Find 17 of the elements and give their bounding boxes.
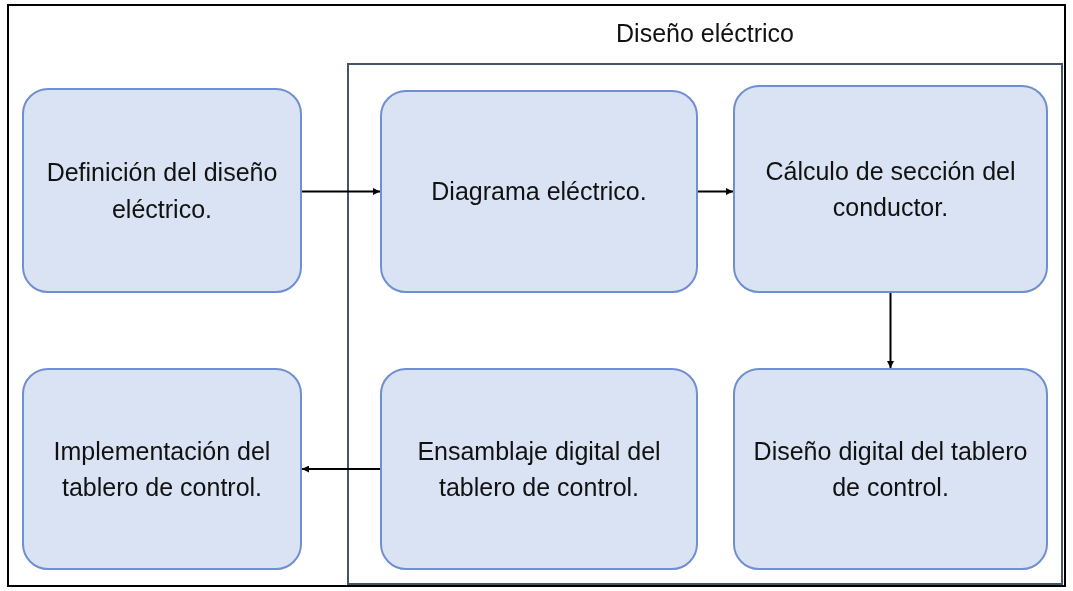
process-box [22, 88, 302, 293]
process-label: Implementación del tablero de control. [52, 435, 272, 503]
process-label: Cálculo de sección del conductor. [764, 155, 1017, 223]
process-box [22, 368, 302, 570]
process-box [733, 368, 1048, 570]
process-label: Diagrama eléctrico. [431, 176, 647, 208]
process-label: Definición del diseño eléctrico. [45, 157, 279, 225]
process-box [733, 85, 1048, 293]
arrow [301, 188, 381, 195]
process-box [380, 90, 698, 293]
process-label: Ensamblaje digital del tablero de control. [416, 435, 662, 503]
group-title: Diseño eléctrico [615, 19, 795, 48]
process-box [380, 368, 698, 570]
arrow [887, 292, 894, 369]
process-label: Diseño digital del tablero de control. [752, 435, 1029, 503]
arrow [301, 465, 381, 473]
arrow [697, 188, 734, 195]
